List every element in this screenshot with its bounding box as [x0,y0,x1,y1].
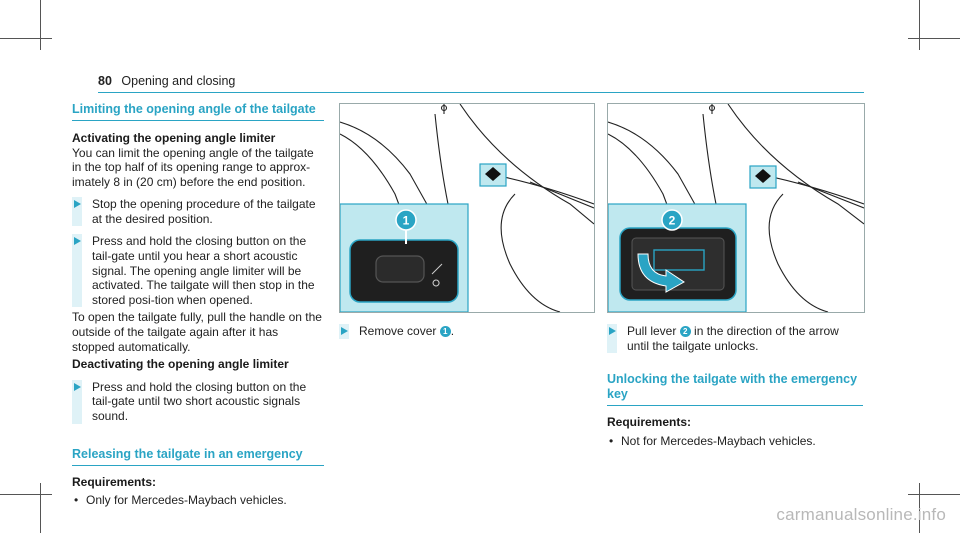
step-arrow-icon [72,234,82,308]
step-item: Press and hold the closing button on the… [72,234,324,308]
section-rule [72,464,324,466]
requirements-label: Requirements: [607,415,692,430]
callout-number: 2 [669,214,676,228]
step-text: Press and hold the closing button on the… [92,234,315,307]
section-rule [607,405,863,407]
crop-mark [40,483,41,533]
step-text: Press and hold the closing button on the… [92,379,307,423]
step-arrow-icon [339,324,349,339]
step-item: Press and hold the closing button on the… [72,379,324,424]
heading-activating: Activating the opening angle limiter [72,131,276,145]
step-arrow-icon [72,197,82,227]
step-text: Stop the opening procedure of the tailga… [92,197,316,226]
heading-deactivating: Deactivating the opening angle limiter [72,357,289,372]
requirement-item: Only for Mercedes-Maybach vehicles. [72,493,324,508]
step-suffix: . [450,324,455,338]
crop-mark [919,483,920,533]
callout-badge: 2 [679,326,691,337]
right-text: Pull lever 2 in the direction of the arr… [607,324,863,448]
page-number: 80 [98,74,112,88]
section-rule [72,120,324,121]
crop-mark [919,0,920,50]
tailgate-illustration: 1 [340,104,594,312]
step-item: Pull lever 2 in the direction of the arr… [607,324,863,354]
activating-intro: You can limit the opening angle of the t… [72,145,314,189]
requirement-item: Not for Mercedes-Maybach vehicles. [607,434,863,449]
callout-number: 1 [403,214,410,228]
step-item: Stop the opening procedure of the tailga… [72,197,324,227]
page-header: 80 Opening and closing [98,74,235,88]
watermark: carmanualsonline.info [776,505,946,524]
crop-mark [908,494,960,495]
header-rule [98,92,864,93]
step-text: Remove cover [359,324,437,338]
callout-badge: 1 [439,326,451,337]
requirements-label: Requirements: [72,474,157,489]
left-column: Limiting the opening angle of the tailga… [72,102,324,508]
section-title-limiting: Limiting the opening angle of the tailga… [72,102,316,116]
step-item: Remove cover 1. [339,324,599,339]
crop-mark [0,494,52,495]
step-arrow-icon [72,379,82,424]
crop-mark [908,38,960,39]
crop-mark [40,0,41,50]
tailgate-illustration: 2 [608,104,864,312]
step-text: Pull lever [627,324,677,338]
step-text: in the direction of the arrow until the … [627,324,839,353]
page-title: Opening and closing [121,74,236,88]
figure-pull-lever: 2 [607,103,865,313]
crop-mark [0,38,52,39]
step-arrow-icon [607,324,617,354]
open-fully-note: To open the tailgate fully, pull the han… [72,310,322,354]
section-title-emergency-key: Unlocking the tailgate with the emergenc… [607,372,858,402]
figure-remove-cover: 1 [339,103,595,313]
section-title-emergency: Releasing the tailgate in an emergency [72,446,303,461]
